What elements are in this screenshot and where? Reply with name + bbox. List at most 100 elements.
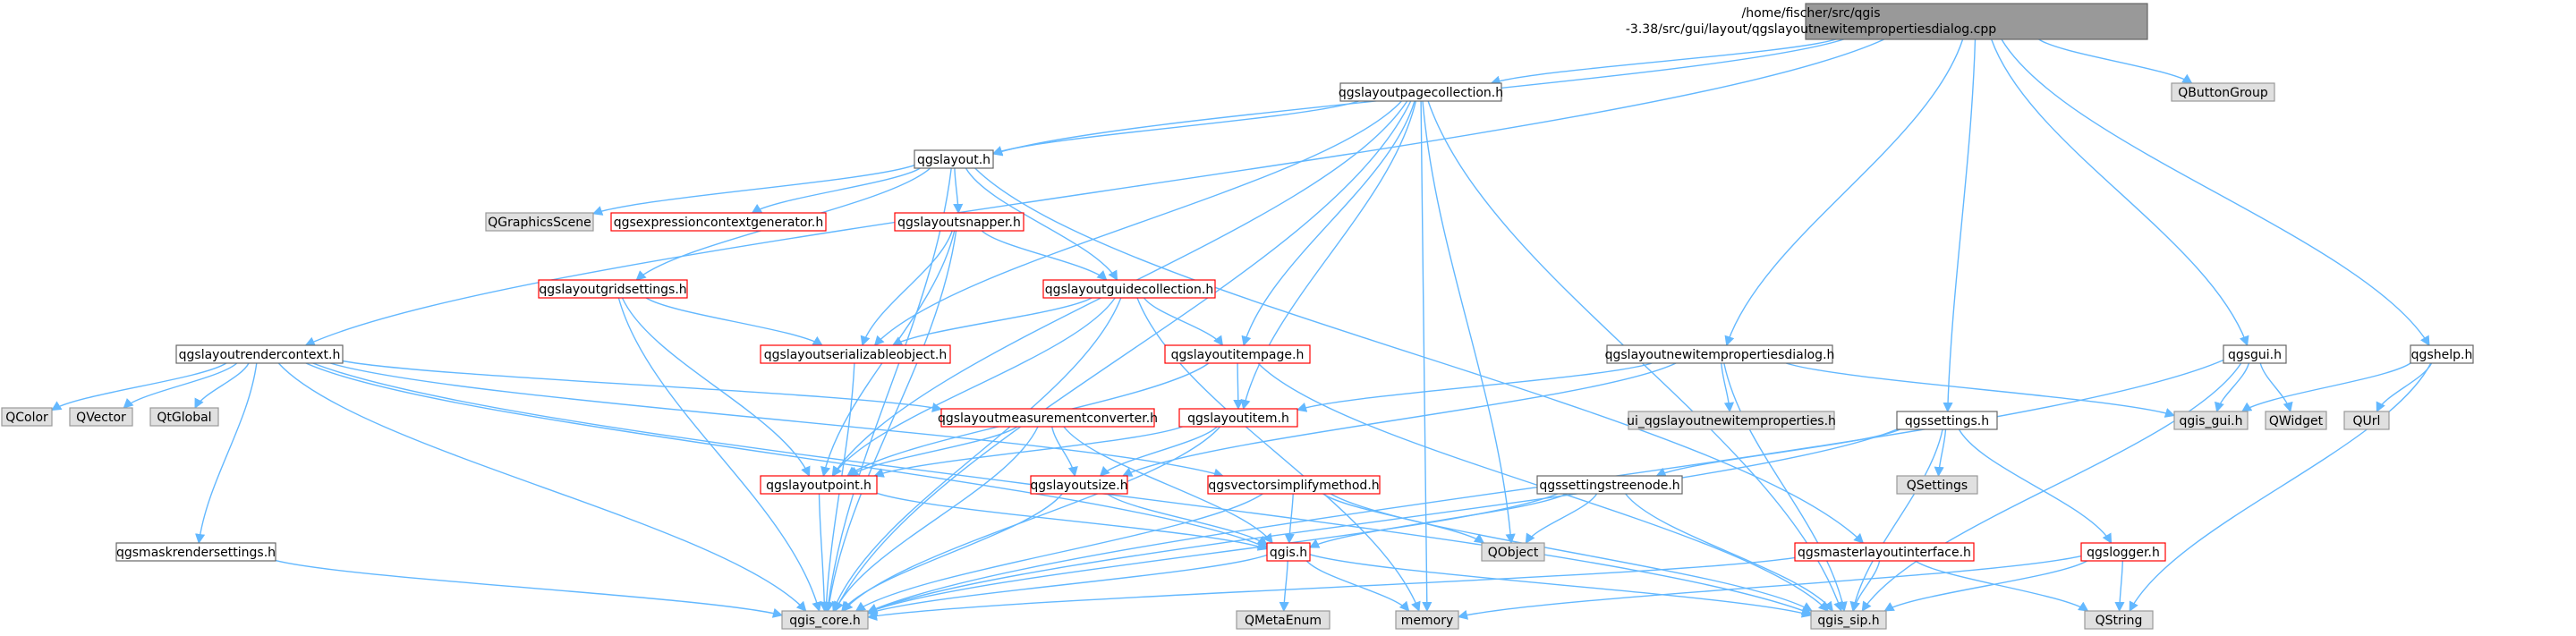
edge-measconv-to-sizeh <box>1051 426 1078 478</box>
node-gfxscene: QGraphicsScene <box>485 212 594 232</box>
node-label-measconv: qgslayoutmeasurementconverter.h <box>938 411 1158 426</box>
node-box-core <box>781 610 869 630</box>
node-box-vecsimp <box>1207 475 1381 495</box>
edge-measconv-to-qgish <box>1063 426 1273 544</box>
edge-masteriface-to-sip <box>1850 560 1881 613</box>
node-maskrender[interactable]: qgsmaskrendersettings.h <box>115 542 276 562</box>
node-layouth[interactable]: qgslayout.h <box>914 149 994 169</box>
node-settingsh[interactable]: qgssettings.h <box>1896 411 1998 430</box>
edge-root-to-settingsh <box>1943 38 1977 413</box>
edge-layouth-to-guidecoll <box>965 167 1118 281</box>
node-exprgen[interactable]: qgsexpressioncontextgenerator.h <box>610 212 827 232</box>
node-label-renderctx: qgslayoutrendercontext.h <box>179 348 341 362</box>
node-newdlg[interactable]: qgslayoutnewitempropertiesdialog.h <box>1605 344 1835 364</box>
node-label-vecsimp: qgsvectorsimplifymethod.h <box>1208 479 1379 493</box>
node-masteriface[interactable]: qgsmasterlayoutinterface.h <box>1794 542 1975 562</box>
node-box-masteriface <box>1794 542 1975 562</box>
node-label-guiexp: qgis_gui.h <box>2180 414 2243 428</box>
edge-sizeh-to-core <box>841 493 1063 612</box>
node-itemh[interactable]: qgslayoutitem.h <box>1178 408 1298 428</box>
node-label-qwidget: QWidget <box>2269 414 2324 428</box>
node-label-uinewitem: ui_qgslayoutnewitemproperties.h <box>1627 414 1836 428</box>
node-box-gridset <box>538 279 688 299</box>
edge-root-to-qgshelp <box>2001 38 2430 346</box>
node-snapper[interactable]: qgslayoutsnapper.h <box>894 212 1024 232</box>
edge-pagecoll-to-qobject <box>1422 100 1516 545</box>
edge-gridset-to-pointh <box>621 297 811 478</box>
edge-treenode-to-core <box>866 493 1559 615</box>
node-label-pointh: qgslayoutpoint.h <box>766 479 871 493</box>
node-label-masteriface: qgsmasterlayoutinterface.h <box>1798 546 1971 560</box>
node-box-sip <box>1810 610 1887 630</box>
node-pagecoll[interactable]: qgslayoutpagecollection.h <box>1339 82 1503 102</box>
node-box-logger <box>2080 542 2166 562</box>
node-guiexp: qgis_gui.h <box>2173 411 2249 430</box>
node-label-sip: qgis_sip.h <box>1817 614 1879 628</box>
node-serial[interactable]: qgslayoutserializableobject.h <box>760 344 951 364</box>
edge-itemh-to-pointh <box>873 426 1183 478</box>
node-logger[interactable]: qgslogger.h <box>2080 542 2166 562</box>
node-box-maskrender <box>115 542 276 562</box>
edge-vecsimp-to-core <box>854 493 1263 612</box>
node-label-logger: qgslogger.h <box>2087 546 2160 560</box>
node-box-qstring <box>2084 610 2154 630</box>
edge-gridset-to-core <box>617 297 822 613</box>
edge-root-to-renderctx <box>304 38 1885 346</box>
node-vecsimp[interactable]: qgsvectorsimplifymethod.h <box>1207 475 1381 495</box>
edge-vecsimp-to-sip <box>1330 493 1813 612</box>
edge-logger-to-qstring <box>2114 560 2125 613</box>
edge-pointh-to-qgish <box>876 492 1269 551</box>
edge-itemh-to-sizeh <box>1099 426 1218 477</box>
node-box-layouth <box>914 149 994 169</box>
node-sizeh[interactable]: qgslayoutsize.h <box>1030 475 1128 495</box>
edge-qgish-to-sip <box>1309 554 1813 618</box>
edge-snapper-to-core <box>824 230 957 613</box>
node-qgsguih[interactable]: qgsgui.h <box>2223 344 2287 364</box>
edge-newdlg-to-uinewitem <box>1721 362 1735 413</box>
edge-layouth-to-gfxscene <box>591 165 915 216</box>
node-box-uinewitem <box>1628 411 1835 430</box>
edge-root-to-newdlg <box>1724 38 1964 347</box>
edge-renderctx-to-measconv <box>342 360 943 413</box>
node-qtglobal: QtGlobal <box>149 407 219 427</box>
node-box-treenode <box>1536 475 1683 495</box>
node-itempage[interactable]: qgslayoutitempage.h <box>1164 344 1311 364</box>
edge-renderctx-to-qgish <box>305 362 1269 549</box>
node-label-newdlg: qgslayoutnewitempropertiesdialog.h <box>1605 348 1835 362</box>
node-box-qgish <box>1266 542 1311 562</box>
node-box-qgshelp <box>2410 344 2474 364</box>
node-measconv[interactable]: qgslayoutmeasurementconverter.h <box>938 408 1158 428</box>
edge-pagecoll-to-memory <box>1420 100 1433 613</box>
node-qmetaenum: QMetaEnum <box>1236 610 1331 630</box>
node-root[interactable]: /home/fischer/src/qgis-3.38/src/gui/layo… <box>1626 3 2148 40</box>
edge-pagecoll-to-itemh <box>1240 100 1417 411</box>
node-pointh[interactable]: qgslayoutpoint.h <box>760 475 878 495</box>
edge-settingsh-to-logger <box>1958 428 2113 544</box>
node-qstring: QString <box>2084 610 2154 630</box>
node-renderctx[interactable]: qgslayoutrendercontext.h <box>175 344 344 364</box>
edge-qgshelp-to-qstring <box>2129 362 2432 612</box>
edge-guidecoll-to-serial <box>891 297 1092 346</box>
edge-qgish-to-qmetaenum <box>1279 560 1289 613</box>
node-guidecoll[interactable]: qgslayoutguidecollection.h <box>1042 279 1216 299</box>
node-gridset[interactable]: qgslayoutgridsettings.h <box>538 279 688 299</box>
node-box-renderctx <box>175 344 344 364</box>
node-label-qstring: QString <box>2096 614 2143 628</box>
edge-itempage-to-itemh <box>1233 362 1244 411</box>
node-qgish[interactable]: qgis.h <box>1266 542 1311 562</box>
node-box-qtglobal <box>149 407 219 427</box>
node-label-root: /home/fischer/src/qgis <box>1741 6 1880 21</box>
edge-renderctx-to-qcolor <box>51 362 227 411</box>
node-label-pagecoll: qgslayoutpagecollection.h <box>1339 86 1503 100</box>
edge-pagecoll-to-itempage <box>1241 100 1416 347</box>
node-label-buttongroup: QButtonGroup <box>2178 86 2268 100</box>
node-box-itempage <box>1164 344 1311 364</box>
edge-treenode-to-sip <box>1625 493 1833 612</box>
node-treenode[interactable]: qgssettingstreenode.h <box>1536 475 1683 495</box>
edge-snapper-to-serial <box>860 230 953 347</box>
edge-pointh-to-core <box>818 493 829 613</box>
node-box-settingsh <box>1896 411 1998 430</box>
node-qgshelp[interactable]: qgshelp.h <box>2410 344 2474 364</box>
edge-masteriface-to-core <box>866 556 1796 621</box>
